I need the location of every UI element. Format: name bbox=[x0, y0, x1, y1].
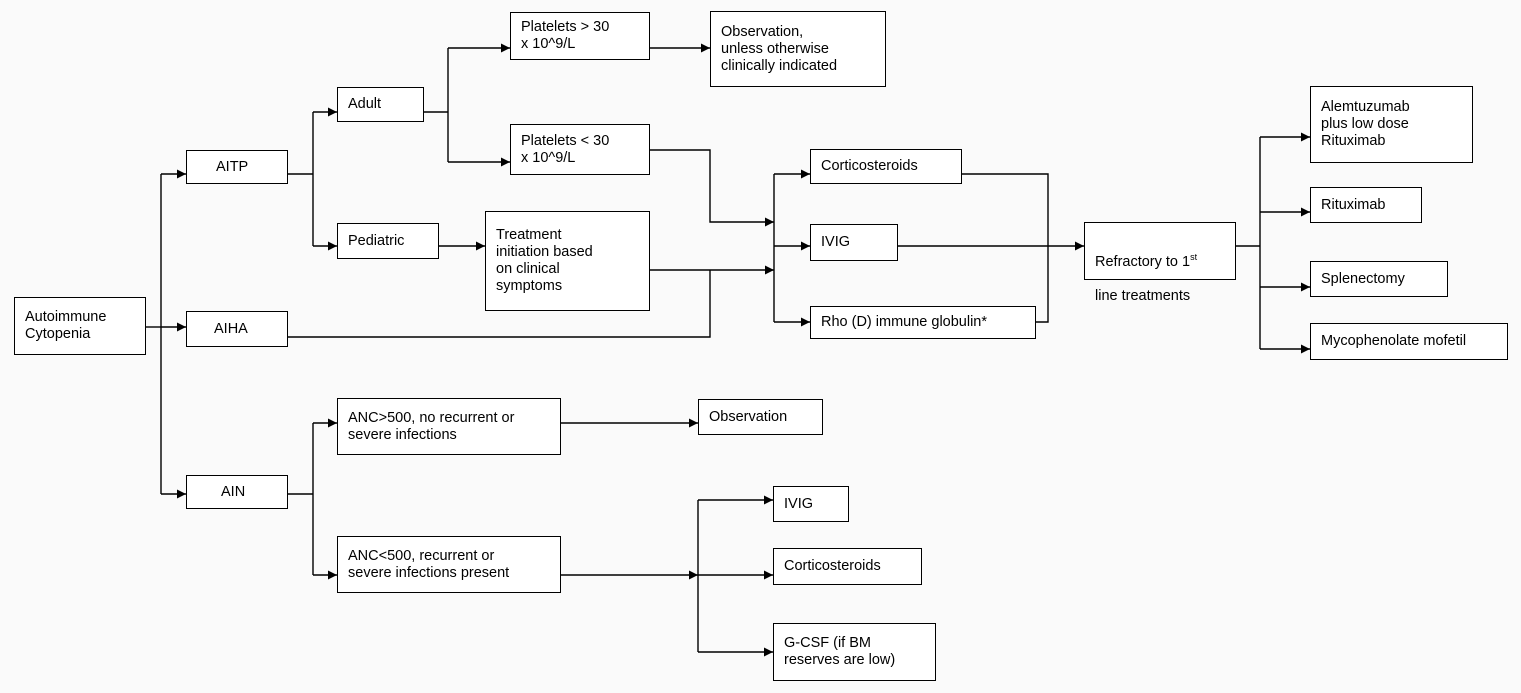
node-ain: AIN bbox=[186, 475, 288, 509]
node-observation: Observation bbox=[698, 399, 823, 435]
node-observation-unless-indicated: Observation, unless otherwise clinically… bbox=[710, 11, 886, 87]
node-adult: Adult bbox=[337, 87, 424, 122]
node-rho-d-immune-globulin: Rho (D) immune globulin* bbox=[810, 306, 1036, 339]
refractory-superscript: st bbox=[1190, 252, 1198, 262]
node-platelets-gt-30: Platelets > 30 x 10^9/L bbox=[510, 12, 650, 60]
node-aiha: AIHA bbox=[186, 311, 288, 347]
node-refractory-first-line: Refractory to 1st line treatments bbox=[1084, 222, 1236, 304]
node-anc-gt-500: ANC>500, no recurrent or severe infectio… bbox=[337, 398, 561, 455]
node-splenectomy: Splenectomy bbox=[1310, 261, 1448, 297]
node-pediatric: Pediatric bbox=[337, 223, 439, 259]
node-rituximab: Rituximab bbox=[1310, 187, 1422, 223]
node-autoimmune-cytopenia: Autoimmune Cytopenia bbox=[14, 297, 146, 355]
node-anc-lt-500: ANC<500, recurrent or severe infections … bbox=[337, 536, 561, 593]
refractory-text-line2: line treatments bbox=[1095, 287, 1191, 304]
node-platelets-lt-30: Platelets < 30 x 10^9/L bbox=[510, 124, 650, 175]
node-alemtuzumab: Alemtuzumab plus low dose Rituximab bbox=[1310, 86, 1473, 163]
node-gcsf: G-CSF (if BM reserves are low) bbox=[773, 623, 936, 681]
refractory-text-line1: Refractory to 1 bbox=[1095, 253, 1191, 270]
node-treatment-initiation: Treatment initiation based on clinical s… bbox=[485, 211, 650, 311]
node-mycophenolate-mofetil: Mycophenolate mofetil bbox=[1310, 323, 1508, 360]
node-corticosteroids: Corticosteroids bbox=[810, 149, 962, 184]
node-ivig: IVIG bbox=[810, 224, 898, 261]
node-ivig-ain: IVIG bbox=[773, 486, 849, 522]
node-corticosteroids-ain: Corticosteroids bbox=[773, 548, 922, 585]
node-aitp: AITP bbox=[186, 150, 288, 184]
